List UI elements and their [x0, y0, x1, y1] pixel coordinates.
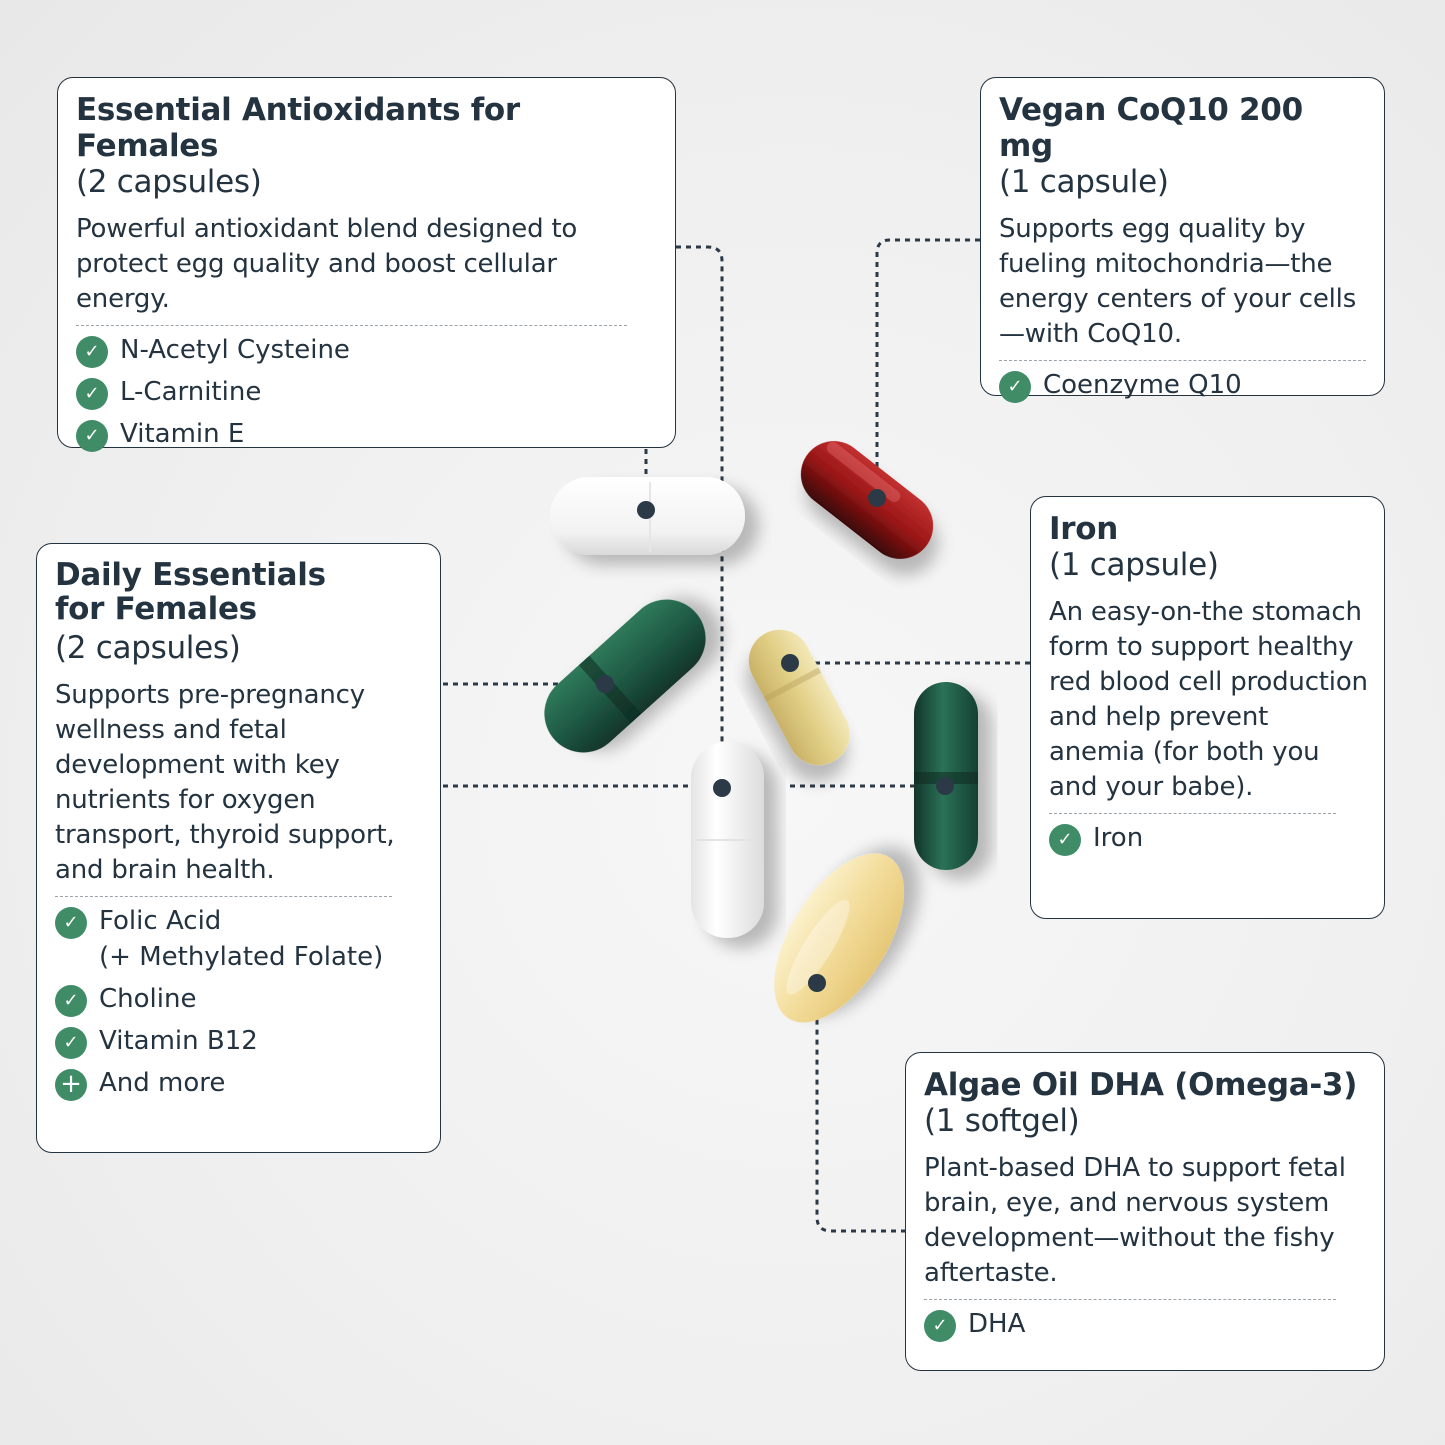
description: An easy-on-the stomach form to support h…	[1049, 597, 1368, 802]
connector-dots	[596, 489, 954, 992]
ingredient-list: ✓ N-Acetyl Cysteine ✓ L-Carnitine ✓ Vitamin…	[76, 332, 657, 452]
divider	[999, 360, 1366, 361]
ingredient-label: Coenzyme Q10	[1043, 370, 1242, 400]
check-icon: ✓	[76, 336, 108, 368]
ingredient-list: ✓ Iron	[1049, 820, 1366, 856]
ingredient-label: N-Acetyl Cysteine	[120, 335, 350, 365]
ingredient-label: DHA	[968, 1309, 1026, 1339]
product-name: Iron	[1049, 511, 1118, 547]
card-title: Daily Essentials for Females (2 capsules…	[55, 558, 422, 666]
red-capsule	[800, 441, 934, 559]
product-name: Vegan CoQ10 200 mg	[999, 92, 1303, 164]
list-item: ✓ N-Acetyl Cysteine	[76, 332, 657, 368]
list-item: ✓ Choline	[55, 981, 422, 1017]
check-icon: ✓	[55, 907, 87, 939]
white-capsule-vertical	[691, 742, 764, 938]
list-item: ✓ Vitamin E	[76, 416, 657, 452]
list-item: ✓ L-Carnitine	[76, 374, 657, 410]
connector-dha	[815, 983, 906, 1233]
card-title: Vegan CoQ10 200 mg (1 capsule)	[999, 92, 1366, 200]
dose: (2 capsules)	[55, 630, 241, 666]
dha-softgel	[774, 853, 904, 1023]
card-coq10: Vegan CoQ10 200 mg (1 capsule) Supports …	[980, 77, 1385, 403]
card-dha: Algae Oil DHA (Omega-3) (1 softgel) Plan…	[905, 1052, 1385, 1371]
check-icon: ✓	[76, 378, 108, 410]
description: Supports pre-pregnancy wellness and feta…	[55, 680, 395, 885]
list-item: ✓ Folic Acid (+ Methylated Folate)	[55, 903, 422, 975]
check-icon: ✓	[1049, 824, 1081, 856]
check-icon: ✓	[76, 420, 108, 452]
card-daily-essentials: Daily Essentials for Females (2 capsules…	[36, 543, 441, 1153]
ingredient-label: Vitamin B12	[99, 1026, 258, 1056]
check-icon: ✓	[924, 1310, 956, 1342]
ingredient-label: Vitamin E	[120, 419, 245, 449]
description: Supports egg quality by fueling mitochon…	[999, 214, 1357, 349]
card-iron: Iron (1 capsule) An easy-on-the stomach …	[1030, 496, 1385, 919]
list-item: ✓ Vitamin B12	[55, 1023, 422, 1059]
check-icon: ✓	[55, 1027, 87, 1059]
ingredient-label: Folic Acid	[99, 906, 222, 936]
dot-green-diagonal	[596, 675, 614, 693]
divider	[76, 325, 627, 326]
connector-coq10	[875, 238, 980, 498]
connector-lines	[443, 238, 1030, 1233]
dot-tan-capsule	[781, 654, 799, 672]
description: Powerful antioxidant blend designed to p…	[76, 214, 578, 314]
ingredient-label: L-Carnitine	[120, 377, 262, 407]
list-item: ✓ DHA	[924, 1306, 1366, 1342]
product-name-line1: Daily Essentials	[55, 557, 326, 593]
dot-white-horizontal	[637, 501, 655, 519]
ingredient-list: ✓ Folic Acid (+ Methylated Folate) ✓ Cholin…	[55, 903, 422, 1101]
list-item: ✓ Iron	[1049, 820, 1366, 856]
ingredient-label: Choline	[99, 984, 197, 1014]
dot-dha-softgel	[808, 974, 826, 992]
green-capsule-vertical	[914, 682, 978, 870]
dot-red-capsule	[868, 489, 886, 507]
divider	[924, 1299, 1336, 1300]
description: Plant-based DHA to support fetal brain, …	[924, 1153, 1346, 1288]
dose: (2 capsules)	[76, 164, 262, 200]
card-antioxidants: Essential Antioxidants for Females (2 ca…	[57, 77, 676, 452]
dose: (1 capsule)	[1049, 547, 1219, 583]
connector-antioxidants-a	[676, 245, 724, 788]
dose: (1 capsule)	[999, 164, 1169, 200]
dot-white-vertical	[713, 779, 731, 797]
list-item: ✓ Coenzyme Q10	[999, 367, 1366, 403]
ingredient-list: ✓ Coenzyme Q10	[999, 367, 1366, 403]
ingredient-label: And more	[99, 1068, 226, 1098]
plus-icon: +	[55, 1069, 87, 1101]
product-name: Algae Oil DHA (Omega-3)	[924, 1067, 1358, 1103]
card-title: Algae Oil DHA (Omega-3) (1 softgel)	[924, 1067, 1366, 1139]
ingredient-sublabel: (+ Methylated Folate)	[99, 942, 384, 972]
divider	[55, 896, 392, 897]
product-name: Essential Antioxidants for Females	[76, 92, 520, 164]
ingredient-label: Iron	[1093, 823, 1144, 853]
dose: (1 softgel)	[924, 1103, 1080, 1139]
tan-capsule	[748, 629, 850, 766]
check-icon: ✓	[999, 371, 1031, 403]
divider	[1049, 813, 1336, 814]
list-item: + And more	[55, 1065, 422, 1101]
card-title: Essential Antioxidants for Females (2 ca…	[76, 92, 657, 200]
check-icon: ✓	[55, 985, 87, 1017]
dot-green-vertical	[936, 777, 954, 795]
ingredient-list: ✓ DHA	[924, 1306, 1366, 1342]
card-title: Iron (1 capsule)	[1049, 511, 1366, 583]
green-capsule-diagonal	[544, 599, 706, 753]
product-name-line2: for Females	[55, 591, 257, 627]
